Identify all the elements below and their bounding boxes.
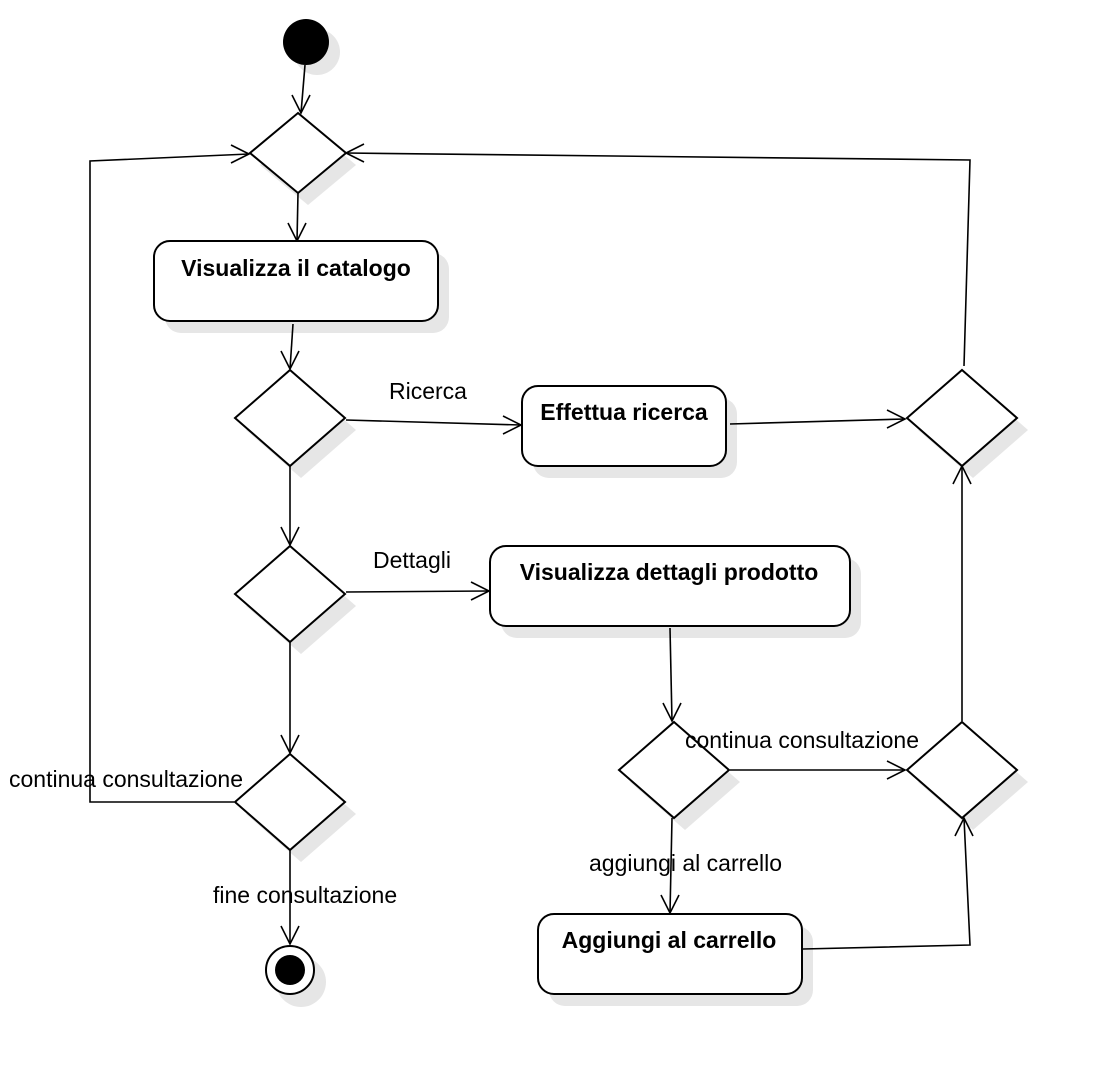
edge-merge-right-loop [345,152,971,367]
guard-label-aggiungi: aggiungi al carrello [589,850,782,876]
guard-label-ricerca: Ricerca [389,378,467,404]
edge-merge-catalogo [296,192,299,242]
guard-label-fine: fine consultazione [213,882,397,908]
edge-decision1-ricerca [345,419,522,426]
edge-decision2-dettagli [345,590,490,593]
merge-node-top [248,111,348,195]
edge-dettagli-decision4 [669,627,673,722]
activity-aggiungi-carrello [537,913,803,995]
activity-visualizza-catalogo [153,240,439,322]
activity-effettua-ricerca [521,385,727,467]
edge-decision4-carrello [669,817,673,914]
decision-node-dettagli [233,544,347,644]
edge-start-merge [300,64,306,114]
initial-node [283,19,329,65]
guard-label-continua-right: continua consultazione [685,727,919,753]
decision-node-carrello [617,720,731,820]
edge-carrello-merge-br [802,817,971,950]
merge-node-right [905,368,1019,468]
guard-label-dettagli: Dettagli [373,547,451,573]
activity-visualizza-dettagli-label: Visualizza dettagli prodotto [520,559,819,585]
decision-node-ricerca [233,368,347,468]
activity-aggiungi-carrello-label: Aggiungi al carrello [562,927,777,953]
edges [89,64,974,950]
activity-effettua-ricerca-label: Effettua ricerca [540,399,708,425]
merge-node-bottom-right [905,720,1019,820]
activity-visualizza-dettagli [489,545,851,627]
activity-visualizza-catalogo-label: Visualizza il catalogo [181,255,411,281]
edge-ricerca-merge-right [729,418,906,425]
guard-label-continua-left: continua consultazione [9,766,243,792]
edge-decision3-loop [89,153,250,803]
final-node [265,945,315,995]
edge-catalogo-decision1 [289,323,294,370]
decision-node-consultazione [233,752,347,852]
